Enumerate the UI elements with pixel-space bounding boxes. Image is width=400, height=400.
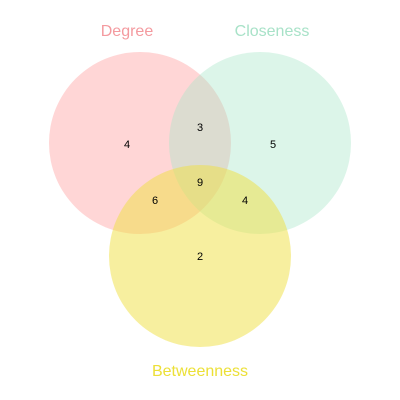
closeness-betweenness-count: 4 [242,195,248,207]
degree-set-label: Degree [101,23,154,40]
betweenness-set-circle [109,165,291,347]
closeness-set-label: Closeness [235,23,310,40]
degree-betweenness-count: 6 [152,195,158,207]
degree-closeness-count: 3 [197,122,203,134]
betweenness-only-count: 2 [197,251,203,263]
closeness-only-count: 5 [270,139,276,151]
all-three-count: 9 [197,177,203,189]
betweenness-set-label: Betweenness [152,363,248,380]
degree-only-count: 4 [124,139,130,151]
